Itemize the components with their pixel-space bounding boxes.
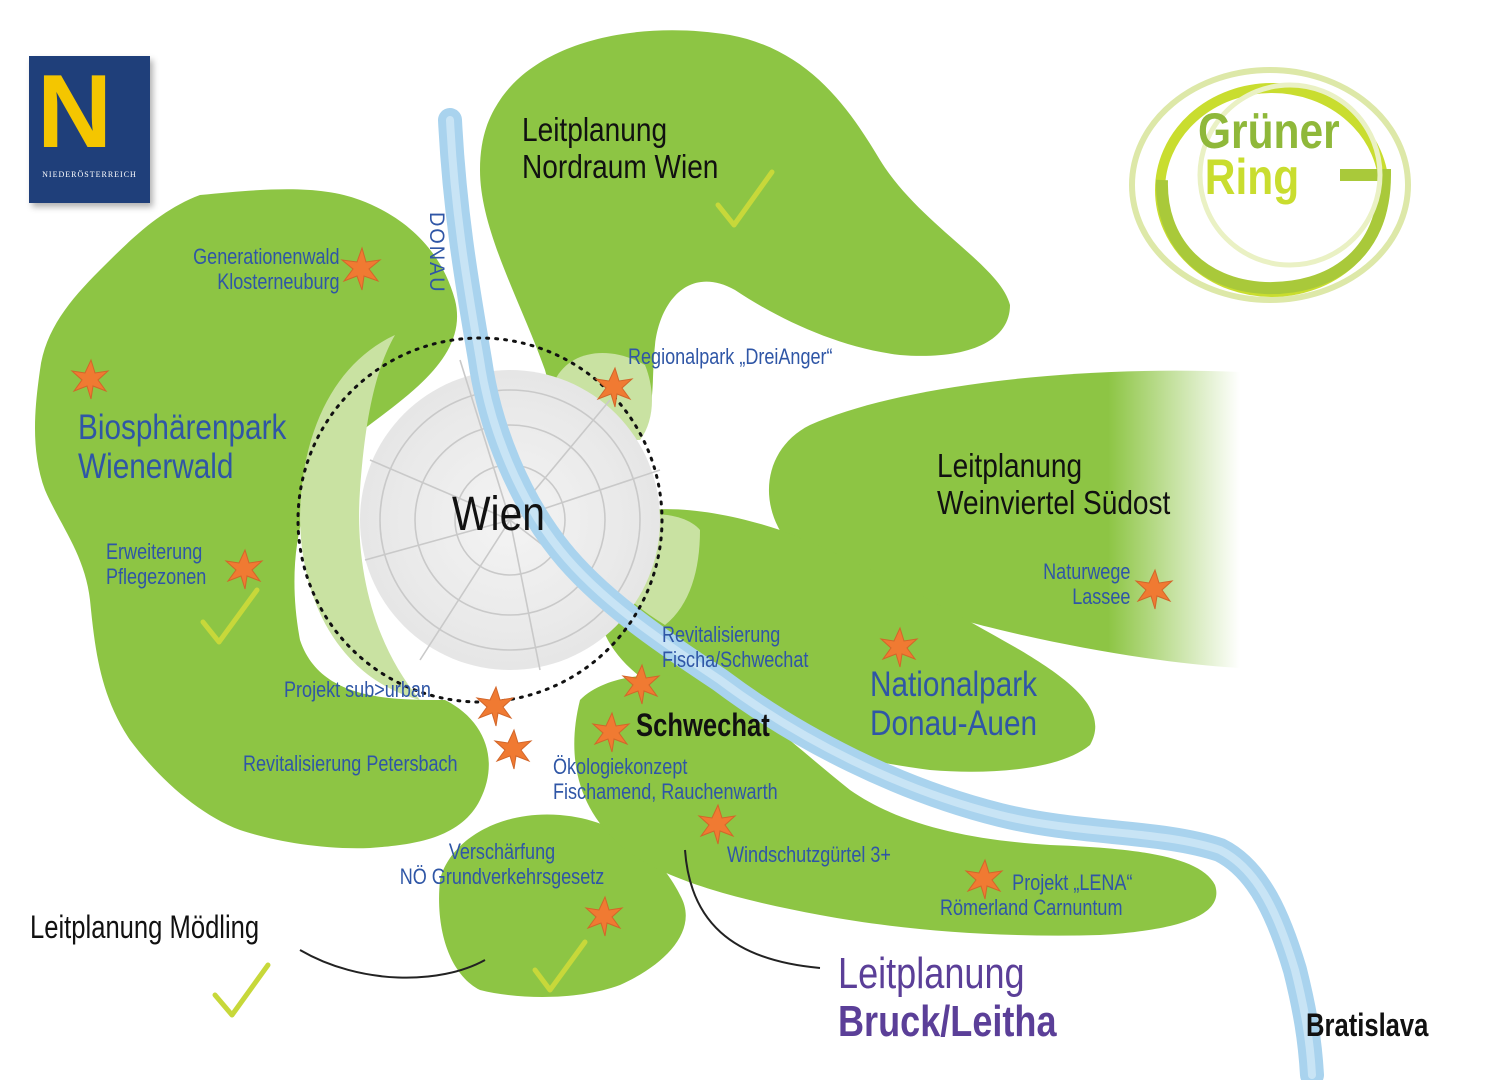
label-erweiterung-line1: Erweiterung: [106, 539, 203, 564]
label-wien-text: Wien: [452, 488, 545, 541]
label-moedling-text: Leitplanung Mödling: [30, 909, 260, 945]
danube-label: DONAU: [424, 212, 448, 294]
gruener-ring-logo-text: Grüner Ring: [1198, 103, 1340, 205]
label-biosphaerenpark: Biosphärenpark Wienerwald: [78, 408, 286, 486]
star-icon: [621, 663, 661, 705]
area-nordraum: [480, 30, 1010, 440]
label-generationenwald: Generationenwald Klosterneuburg: [193, 244, 340, 294]
area-moedling: [439, 814, 686, 997]
label-dreianger: Regionalpark „DreiAnger“: [628, 344, 833, 370]
gruener-ring-line2: Ring: [1204, 149, 1300, 205]
label-petersbach: Revitalisierung Petersbach: [243, 751, 458, 777]
label-verschaerfung-line1: Verschärfung: [448, 839, 556, 864]
label-weinviertel-line2: Weinviertel Südost: [937, 483, 1171, 521]
niederoesterreich-logo: N NIEDERÖSTERREICH: [29, 56, 150, 203]
star-icon: [584, 895, 624, 937]
star-icon: [70, 358, 110, 400]
label-bratislava-text: Bratislava: [1306, 1007, 1429, 1043]
star-icon: [475, 685, 515, 727]
logo-n-letter: N: [37, 54, 113, 170]
star-icon: [594, 366, 634, 408]
label-fischa-line2: Fischa/Schwechat: [662, 646, 809, 672]
label-bruck-leitha: Leitplanung Bruck/Leitha: [838, 950, 1057, 1045]
gruener-ring-line1: Grüner: [1198, 103, 1340, 159]
logo-n-subtext: NIEDERÖSTERREICH: [42, 170, 137, 179]
label-generationenwald-line1: Generationenwald: [193, 244, 340, 269]
label-nationalpark-line1: Nationalpark: [870, 665, 1038, 704]
checkmark-icon: [715, 169, 775, 228]
label-biosphaerenpark-line2: Wienerwald: [78, 447, 234, 487]
label-lena: Projekt „LENA“ Römerland Carnuntum: [940, 870, 1133, 920]
area-bruck: [574, 675, 1217, 936]
connector-moedling: [299, 949, 486, 979]
label-nordraum: Leitplanung Nordraum Wien: [522, 111, 719, 186]
label-fischa-line1: Revitalisierung: [662, 622, 781, 647]
star-icon: [591, 711, 631, 753]
label-dreianger-text: Regionalpark „DreiAnger“: [628, 344, 833, 369]
gruener-ring-logo-rings: [1129, 67, 1411, 303]
label-verschaerfung: Verschärfung NÖ Grundverkehrsgesetz: [379, 839, 625, 889]
label-weinviertel-line1: Leitplanung: [937, 447, 1083, 484]
label-moedling: Leitplanung Mödling: [30, 909, 260, 946]
label-nationalpark-line2: Donau-Auen: [870, 704, 1038, 744]
danube-river-highlight: [446, 116, 1316, 1079]
label-naturwege: Naturwege Lassee: [1042, 559, 1130, 609]
label-verschaerfung-line2: NÖ Grundverkehrsgesetz: [399, 863, 605, 889]
label-schwechat: Schwechat: [636, 707, 770, 744]
label-weinviertel: Leitplanung Weinviertel Südost: [937, 447, 1171, 522]
danube-label-text: DONAU: [425, 212, 448, 294]
label-nordraum-line1: Leitplanung: [522, 111, 668, 148]
label-oekologie-line2: Fischamend, Rauchenwarth: [553, 778, 778, 804]
label-windschutz: Windschutzgürtel 3+: [727, 842, 891, 868]
area-wienerwald-inner: [300, 335, 420, 700]
label-nordraum-line2: Nordraum Wien: [522, 147, 719, 185]
star-icon: [879, 626, 919, 668]
label-schwechat-text: Schwechat: [636, 707, 770, 743]
label-nationalpark: Nationalpark Donau-Auen: [870, 665, 1037, 743]
star-icon: [224, 548, 264, 590]
label-oekologie-line1: Ökologiekonzept: [553, 754, 688, 779]
star-icon: [964, 858, 1004, 900]
label-suburban: Projekt sub>urban: [284, 677, 431, 703]
label-fischa: Revitalisierung Fischa/Schwechat: [662, 622, 809, 672]
label-lena-line2: Römerland Carnuntum: [940, 894, 1123, 920]
label-bruck-line1: Leitplanung: [838, 949, 1025, 998]
label-suburban-text: Projekt sub>urban: [284, 677, 431, 702]
star-icon: [493, 728, 533, 770]
label-biosphaerenpark-line1: Biosphärenpark: [78, 408, 287, 447]
label-bratislava: Bratislava: [1306, 1007, 1429, 1044]
label-petersbach-text: Revitalisierung Petersbach: [243, 751, 458, 776]
star-icon: [1134, 568, 1174, 610]
label-oekologiekonzept: Ökologiekonzept Fischamend, Rauchenwarth: [553, 754, 778, 804]
label-lena-line1: Projekt „LENA“: [1012, 870, 1133, 895]
checkmark-icon: [532, 939, 588, 993]
label-erweiterung-line2: Pflegezonen: [106, 563, 207, 589]
star-icon: [697, 803, 737, 845]
label-naturwege-line1: Naturwege: [1042, 559, 1130, 584]
label-generationenwald-line2: Klosterneuburg: [217, 268, 340, 294]
connector-bruck: [684, 849, 821, 969]
checkmark-icon: [212, 962, 271, 1018]
label-bruck-line2: Bruck/Leitha: [838, 996, 1057, 1046]
label-windschutz-text: Windschutzgürtel 3+: [727, 842, 891, 867]
wien-boundary-dotted: [296, 336, 664, 704]
label-wien: Wien: [452, 488, 545, 542]
label-erweiterung: Erweiterung Pflegezonen: [106, 539, 207, 589]
label-naturwege-line2: Lassee: [1071, 583, 1130, 609]
star-icon: [340, 246, 382, 291]
checkmark-icon: [200, 587, 260, 645]
